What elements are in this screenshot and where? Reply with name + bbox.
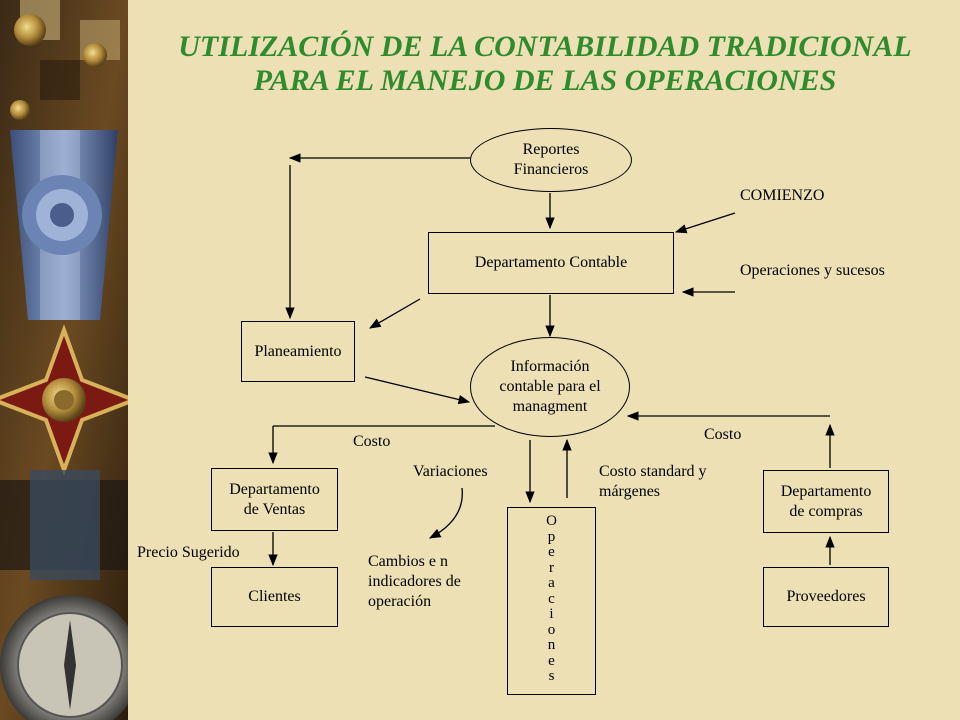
operaciones-letter: e [548,544,555,560]
node-departamento-contable: Departamento Contable [428,232,674,294]
operaciones-letter: s [548,668,555,684]
operaciones-letter: c [548,590,555,607]
operaciones-letter: r [549,559,554,576]
arrow-comienzo [674,212,736,234]
operaciones-letter: i [549,606,554,622]
node-departamento-compras: Departamento de compras [763,470,889,533]
operaciones-letter: a [548,575,555,591]
label-operaciones-sucesos: Operaciones y sucesos [740,262,885,279]
operaciones-letter: p [547,528,556,545]
operaciones-letter: e [548,652,555,669]
node-proveedores: Proveedores [763,567,889,627]
node-reportes-financieros: Reportes Financieros [470,128,632,192]
label-costo-right: Costo [704,426,742,443]
operaciones-letter: o [547,621,556,638]
arrow-planeamiento-to-informacion [364,376,471,405]
label-comienzo: COMIENZO [740,187,825,204]
operaciones-letter: O [546,513,557,529]
decorative-sidebar [0,0,128,720]
label-costo-left: Costo [353,433,391,450]
label-variaciones: Variaciones [413,463,488,480]
label-cambios-indicadores: Cambios e n indicadores de operación [368,553,461,610]
page-title: UTILIZACIÓN DE LA CONTABILIDAD TRADICION… [140,30,950,98]
node-planeamiento: Planeamiento [241,321,355,382]
title-line-1: UTILIZACIÓN DE LA CONTABILIDAD TRADICION… [178,30,912,63]
sidebar-illustration [0,0,128,720]
node-departamento-ventas: Departamento de Ventas [211,468,338,531]
operaciones-letter: n [547,637,556,653]
node-informacion-contable: Información contable para el managment [470,337,630,437]
title-line-2: PARA EL MANEJO DE LAS OPERACIONES [253,64,837,97]
arrow-contable-to-planeamiento [368,298,421,329]
node-clientes: Clientes [211,567,338,627]
arrow-variaciones-to-cambios [428,487,463,539]
label-precio-sugerido: Precio Sugerido [137,544,240,561]
label-costo-standard: Costo standard y márgenes [599,463,707,500]
